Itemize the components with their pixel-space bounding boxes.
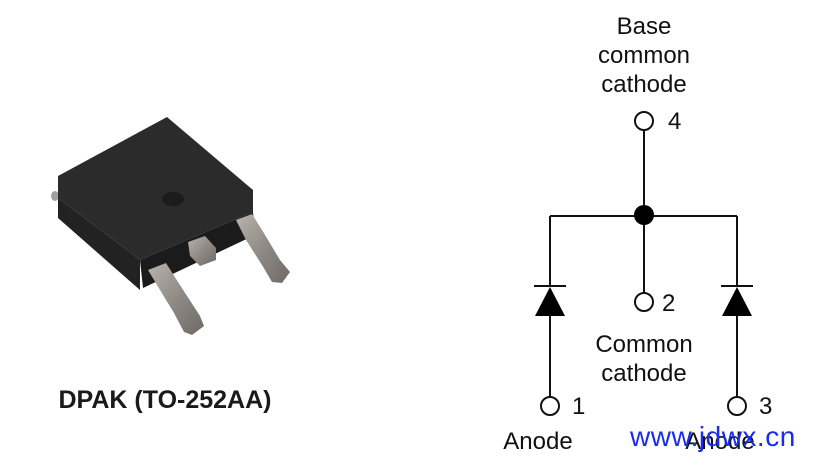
dpak-package-image <box>51 117 290 335</box>
pin-2-number: 2 <box>662 290 676 317</box>
package-label: DPAK (TO-252AA) <box>58 386 272 414</box>
package-front-face <box>58 176 140 290</box>
package-top-face <box>58 117 253 260</box>
common-cathode-label: Common cathode <box>574 330 714 388</box>
label-line: Base <box>616 13 672 40</box>
diode-right-icon <box>722 287 752 316</box>
label-line: cathode <box>601 71 687 98</box>
pin-3-terminal <box>727 396 747 416</box>
anode-right-label: Anode <box>685 428 755 455</box>
label-line: Common <box>595 331 693 358</box>
tab-nub <box>51 191 59 201</box>
pin-4-number: 4 <box>668 108 682 135</box>
base-common-cathode-label: Base common cathode <box>574 12 714 99</box>
lead-center <box>188 236 216 266</box>
watermark-text: www.jdwx.cn <box>630 421 796 452</box>
label-line: common <box>597 42 691 69</box>
lead-left <box>148 263 204 335</box>
lead-right <box>236 214 290 283</box>
pin-4-terminal <box>634 111 654 131</box>
pin-3-number: 3 <box>759 393 773 420</box>
anode-left-label: Anode <box>503 428 573 455</box>
pin-2-terminal <box>634 292 654 312</box>
diode-left-icon <box>535 287 565 316</box>
pin-1-number: 1 <box>572 393 586 420</box>
pin-1-terminal <box>540 396 560 416</box>
label-line: cathode <box>601 360 687 387</box>
junction-dot <box>634 205 654 225</box>
package-dimple <box>162 192 184 206</box>
